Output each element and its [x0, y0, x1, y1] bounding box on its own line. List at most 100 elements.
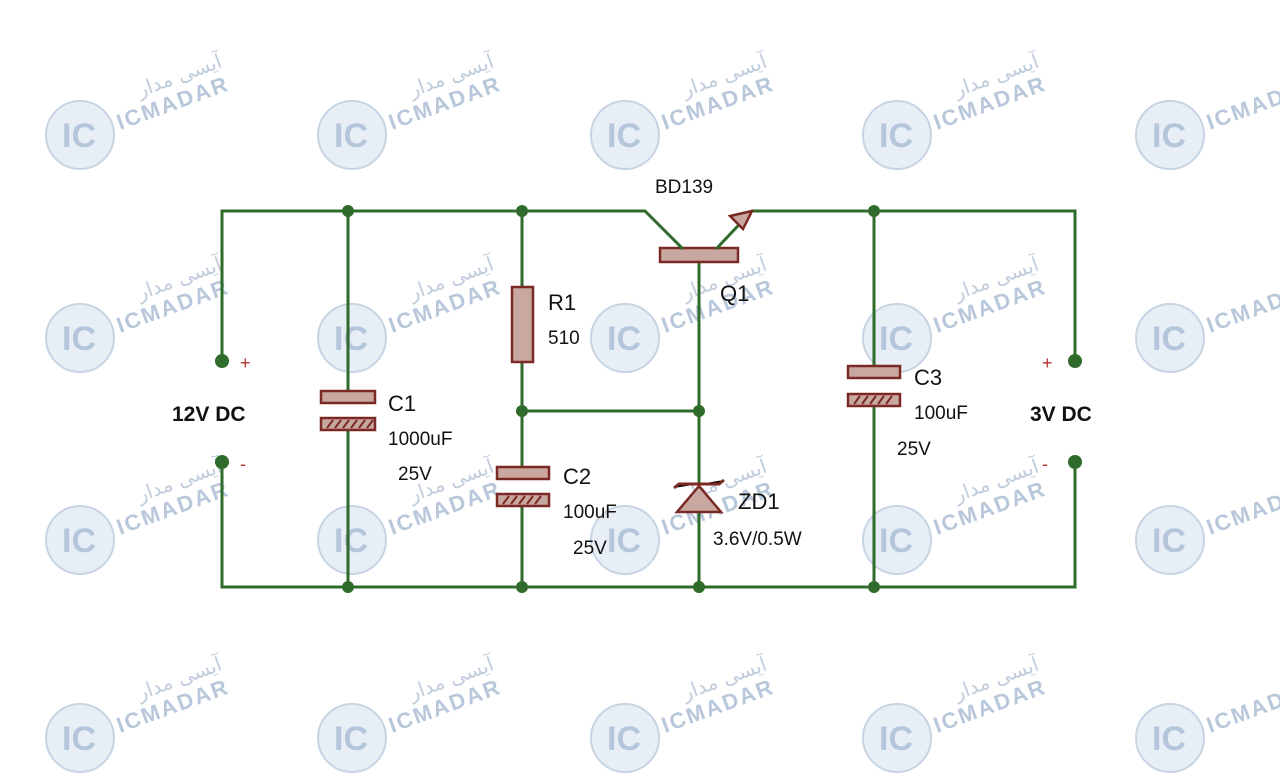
ground-rail-wire [220, 460, 1077, 589]
capacitor-hatch [502, 495, 542, 505]
watermark: IC ICMADAR [1135, 476, 1280, 575]
watermark: IC ICMADAR آیسی مدار [317, 47, 504, 170]
watermark-logo: IC [334, 720, 368, 758]
watermark: IC ICMADAR آیسی مدار [45, 47, 232, 170]
watermark-logo: IC [62, 522, 96, 560]
r1-value: 510 [548, 328, 580, 349]
resistor-body [510, 285, 535, 364]
watermark-logo: IC [62, 117, 96, 155]
r1-name: R1 [548, 290, 576, 315]
watermark-logo-icon [590, 505, 660, 575]
watermark-logo: IC [879, 720, 913, 758]
watermark: IC ICMADAR آیسی مدار [862, 47, 1049, 170]
zd1-value: 3.6V/0.5W [713, 529, 802, 550]
wires [220, 209, 1077, 589]
output-plus-sign: + [1042, 353, 1053, 373]
c2-voltage: 25V [573, 538, 607, 559]
zener-bar [673, 478, 725, 490]
watermark-logo-icon [590, 100, 660, 170]
junction-dot [342, 581, 354, 593]
junction-dot [693, 581, 705, 593]
junction-dot [516, 405, 528, 417]
watermark: IC ICMADAR آیسی مدار [45, 650, 232, 773]
watermark-brand: ICMADAR [1203, 274, 1280, 338]
junction-dot [342, 205, 354, 217]
watermark-logo: IC [1152, 522, 1186, 560]
watermark-logo-icon [45, 303, 115, 373]
watermark: IC ICMADAR آیسی مدار [862, 250, 1049, 373]
watermark-logo-icon [317, 703, 387, 773]
junction-dot [516, 581, 528, 593]
input-minus-terminal [215, 455, 229, 469]
watermark: IC ICMADAR آیسی مدار [317, 250, 504, 373]
watermark-brand: ICMADAR [1203, 674, 1280, 738]
watermark-logo-icon [1135, 100, 1205, 170]
capacitor-c1: C1 1000uF 25V [319, 389, 452, 485]
output-plus-terminal [1068, 354, 1082, 368]
junctions [215, 205, 1082, 593]
c1-value: 1000uF [388, 429, 452, 450]
watermark-logo-icon [317, 505, 387, 575]
c3-value: 100uF [914, 403, 968, 424]
capacitor-plate-positive [495, 465, 551, 481]
watermark-logo-icon [590, 703, 660, 773]
watermark: IC ICMADAR آیسی مدار [862, 650, 1049, 773]
watermark-logo: IC [879, 320, 913, 358]
junction-dot [868, 581, 880, 593]
c2-value: 100uF [563, 502, 617, 523]
watermark-logo: IC [607, 522, 641, 560]
watermark-logo: IC [334, 320, 368, 358]
capacitor-hatch [326, 419, 374, 429]
junction-dot [693, 405, 705, 417]
output-voltage-label: 3V DC [1030, 403, 1092, 426]
watermark: IC ICMADAR آیسی مدار [45, 250, 232, 373]
c2-name: C2 [563, 464, 591, 489]
watermark: IC ICMADAR [1135, 274, 1280, 373]
watermark-logo-icon [317, 303, 387, 373]
transistor-collector-lead [618, 209, 685, 251]
zd1-name: ZD1 [738, 489, 780, 514]
q1-name: Q1 [720, 281, 749, 306]
watermark-logo: IC [879, 117, 913, 155]
watermark: IC ICMADAR آیسی مدار [317, 650, 504, 773]
watermark-logo: IC [62, 720, 96, 758]
watermark-logo-icon [862, 100, 932, 170]
resistor-r1: R1 510 [510, 285, 580, 364]
watermark-logo: IC [1152, 320, 1186, 358]
capacitor-hatch [853, 395, 893, 405]
watermark-logo: IC [1152, 117, 1186, 155]
watermark-logo: IC [879, 522, 913, 560]
c1-name: C1 [388, 391, 416, 416]
watermark-logo-icon [1135, 703, 1205, 773]
watermark-logo-icon [590, 303, 660, 373]
capacitor-plate-positive [319, 389, 377, 405]
input-plus-sign: + [240, 353, 251, 373]
watermark: IC ICMADAR آیسی مدار [590, 650, 777, 773]
watermark-logo-icon [862, 703, 932, 773]
q1-part-number: BD139 [655, 177, 713, 198]
input-minus-sign: - [240, 454, 246, 474]
transistor-q1: BD139 Q1 [618, 177, 777, 306]
watermark: IC ICMADAR آیسی مدار [590, 47, 777, 170]
zener-zd1: ZD1 3.6V/0.5W [673, 478, 802, 550]
watermark: IC ICMADAR [1135, 71, 1280, 170]
c3-name: C3 [914, 365, 942, 390]
c3-voltage: 25V [897, 439, 931, 460]
watermark-logo: IC [607, 117, 641, 155]
capacitor-c3: C3 100uF 25V [846, 364, 968, 460]
transistor-emitter-arrow-icon [727, 209, 755, 232]
watermark-logo-icon [45, 100, 115, 170]
capacitor-plate-negative [319, 416, 377, 432]
watermark-logo: IC [334, 117, 368, 155]
watermark-logo: IC [334, 522, 368, 560]
output-minus-terminal [1068, 455, 1082, 469]
watermark: IC ICMADAR آیسی مدار [45, 452, 232, 575]
watermark-logo: IC [62, 320, 96, 358]
output-minus-sign: - [1042, 454, 1048, 474]
watermark-logo: IC [607, 720, 641, 758]
capacitor-c2: C2 100uF 25V [495, 464, 617, 559]
junction-dot [516, 205, 528, 217]
input-voltage-label: 12V DC [172, 403, 246, 426]
junction-dot [868, 205, 880, 217]
